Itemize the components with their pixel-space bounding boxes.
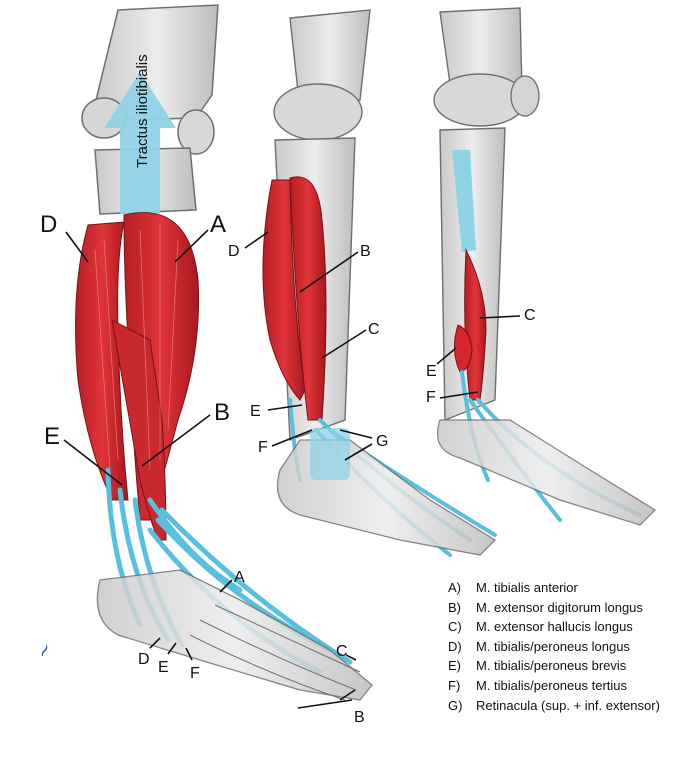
legend-item: G) Retinacula (sup. + inf. extensor)	[448, 696, 684, 716]
label-fig2-f: F	[258, 439, 268, 456]
legend-text: Retinacula (sup. + inf. extensor)	[476, 697, 660, 713]
foot-bones-fig3	[436, 419, 657, 526]
leg-front-view	[75, 4, 373, 701]
label-fig3-f: F	[426, 389, 436, 406]
legend-text: M. tibialis/peroneus tertius	[476, 677, 628, 693]
legend-key: D)	[448, 638, 462, 654]
legend-item: A) M. tibialis anterior	[448, 578, 684, 598]
legend-key: B)	[448, 599, 461, 615]
muscle-ehl-fig3	[464, 248, 487, 401]
legend-text: M. extensor digitorum longus	[476, 599, 643, 615]
leader-lines	[63, 229, 521, 709]
label-fig1-b2: B	[354, 709, 365, 726]
label-fig2-d: D	[228, 243, 240, 260]
label-fig1-b: B	[214, 399, 230, 426]
legend-text: M. extensor hallucis longus	[476, 619, 633, 635]
label-fig1-e2: E	[158, 659, 169, 676]
label-fig1-c: C	[336, 643, 348, 660]
legend-key: A)	[448, 580, 461, 595]
patella-bone	[177, 109, 215, 155]
legend-text: M. tibialis/peroneus longus	[476, 638, 630, 654]
legend-item: D) M. tibialis/peroneus longus	[448, 637, 684, 657]
muscle-longus-fig2	[262, 179, 306, 401]
label-fig3-e: E	[426, 363, 437, 380]
tractus-arrow	[104, 72, 176, 214]
foot-bones-fig1	[96, 569, 373, 701]
label-fig1-d2: D	[138, 651, 150, 668]
legend-key: G)	[448, 697, 463, 713]
label-fig1-a: A	[210, 211, 226, 238]
leg-lateral-view	[262, 9, 497, 557]
legend-item: B) M. extensor digitorum longus	[448, 598, 684, 618]
label-fig3-c: C	[524, 307, 536, 324]
legend-item: E) M. tibialis/peroneus brevis	[448, 656, 684, 676]
label-fig1-e: E	[44, 423, 60, 450]
label-fig1-a2: A	[234, 569, 245, 586]
tractus-label: Tractus iliotibialis	[134, 54, 151, 168]
retinacula-fig2	[310, 428, 350, 480]
label-fig2-g: G	[376, 433, 388, 450]
tendon-upper-fig3	[452, 150, 476, 252]
muscle-tibialis-longus-fig1	[75, 221, 129, 501]
callout-labels: D A E B A C D E F B D B C E F G C E F	[40, 211, 536, 726]
label-fig2-e: E	[250, 403, 261, 420]
muscle-edl-fig2	[289, 176, 327, 421]
patella-fig3	[510, 75, 540, 117]
label-fig1-d: D	[40, 211, 57, 238]
tendon-fig1-c	[159, 507, 353, 665]
artist-signature: ~	[32, 639, 58, 662]
legend-item: F) M. tibialis/peroneus tertius	[448, 676, 684, 696]
legend-key: F)	[448, 677, 461, 693]
label-fig2-b: B	[360, 243, 371, 260]
legend-text: M. tibialis/peroneus brevis	[476, 658, 627, 674]
muscle-legend: A) M. tibialis anterior B) M. extensor dig…	[448, 578, 684, 715]
knee-fig2	[273, 83, 363, 141]
legend-key: C)	[448, 619, 462, 635]
legend-text: M. tibialis anterior	[476, 580, 578, 595]
leg-medial-view	[433, 7, 657, 526]
legend-item: C) M. extensor hallucis longus	[448, 617, 684, 637]
muscle-extensor-digitorum	[111, 319, 167, 541]
label-fig1-f: F	[190, 665, 200, 682]
label-fig2-c: C	[368, 321, 380, 338]
legend-key: E)	[448, 658, 461, 674]
